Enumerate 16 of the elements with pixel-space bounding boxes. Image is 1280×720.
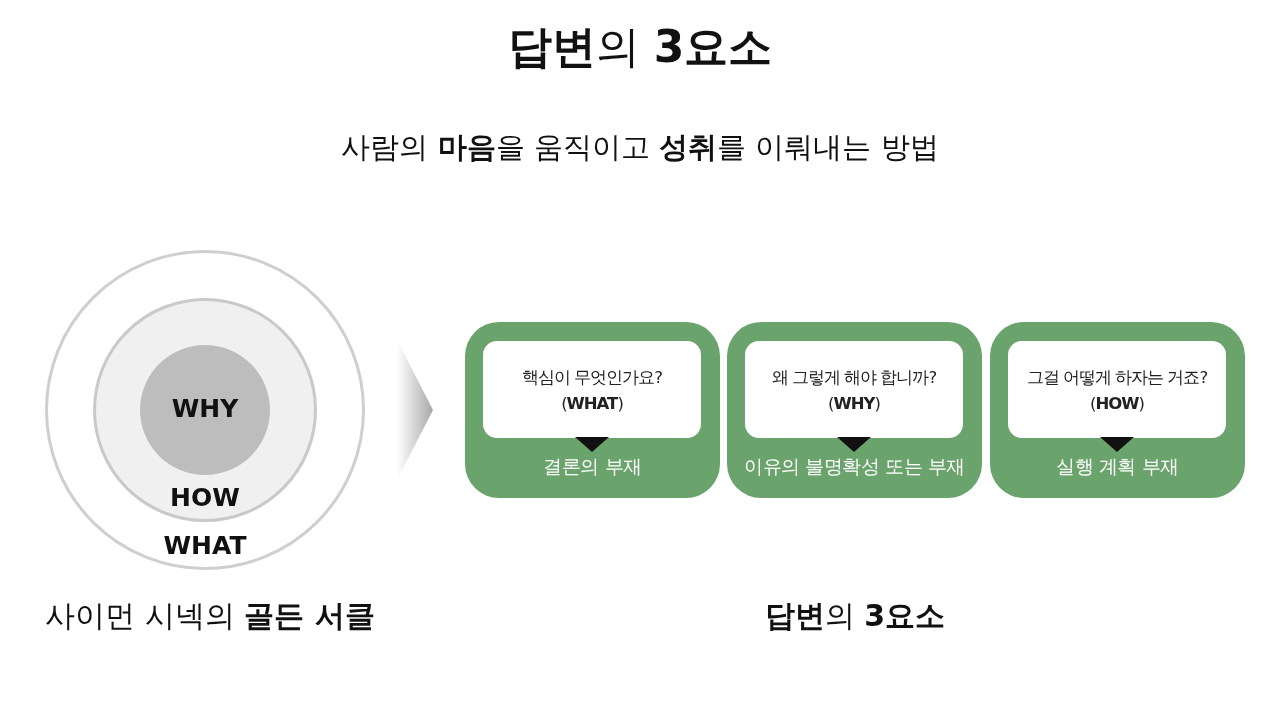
question-text: 핵심이 무엇인가요? (WHAT) <box>521 367 663 415</box>
circle-label: WHAT <box>162 531 248 560</box>
caption: 사이먼 시넥의 골든 서클 <box>45 597 375 635</box>
category-card <box>990 322 1245 498</box>
card-caption: 실행 계획 부재 <box>1055 454 1180 479</box>
caption: 답변의 3요소 <box>764 597 946 635</box>
card-caption: 이유의 불명확성 또는 부재 <box>743 454 966 479</box>
category-card <box>727 322 982 498</box>
card-caption: 결론의 부재 <box>542 454 643 479</box>
question-text: 왜 그렇게 해야 합니까? (WHY) <box>770 367 938 415</box>
circle-label: WHY <box>170 394 240 423</box>
category-card <box>465 322 720 498</box>
title: 답변의 3요소 <box>506 20 774 74</box>
question-text: 그걸 어떻게 하자는 거죠? (HOW) <box>1025 367 1209 415</box>
circle-label: HOW <box>169 483 241 512</box>
subtitle: 사람의 마음을 움직이고 성취를 이뤄내는 방법 <box>341 129 939 166</box>
